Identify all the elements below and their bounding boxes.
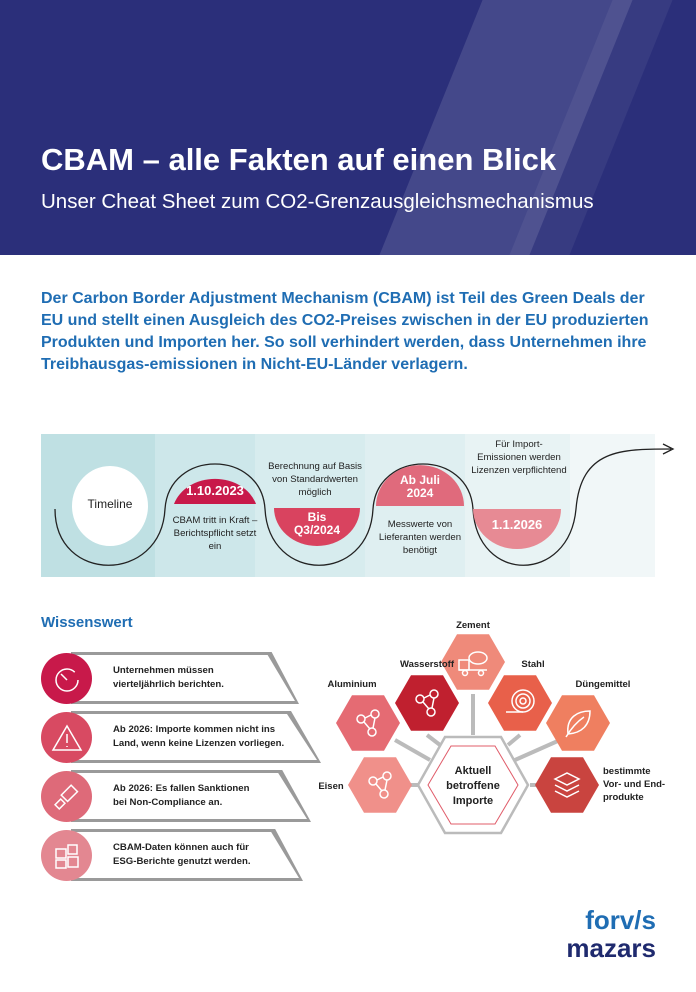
intro-paragraph: Der Carbon Border Adjustment Mechanism (… [41,290,649,373]
page-subtitle: Unser Cheat Sheet zum CO2-Grenzausgleich… [41,190,594,213]
page-title: CBAM – alle Fakten auf einen Blick [41,142,557,177]
center-label: Importe [453,795,493,807]
timeline-column [255,434,365,577]
center-hexagon-inner [427,745,519,825]
timeline: Timeline 1.10.2023 CBAM tritt in Kraft –… [41,434,675,577]
fact-box [71,655,299,701]
timeline-circle [72,466,148,546]
timeline-column [570,434,655,577]
fact-line: vierteljährlich berichten. [113,679,224,690]
logo-line: mazars [566,933,656,963]
timeline-label: Timeline [87,497,133,511]
cement-truck-icon [458,651,488,677]
gavel-icon [41,771,92,822]
timeline-badge: Ab Juli 2024 [399,473,440,500]
fact-line: Unternehmen müssen [113,665,214,676]
center-label: Aktuell [455,765,492,777]
import-hexagon [546,695,610,751]
center-label: betroffene [446,780,500,792]
timeline-column [155,434,255,577]
timeline-step-text: Berechnung auf Basis von Standardwerten … [268,461,362,498]
timeline-column [465,434,570,577]
timer-icon [41,653,92,704]
import-label: Aluminium [327,679,376,690]
hexagon-shape [546,695,610,751]
timeline-badge: 1.10.2023 [186,483,244,498]
fact-line: CBAM-Daten können auch für [113,842,249,853]
logo-line: forv/s [585,905,656,935]
import-hexagon [348,757,412,813]
timeline-step-text: Messwerte von Lieferanten werden benötig… [378,519,462,556]
fact-line: Ab 2026: Importe kommen nicht ins [113,724,276,735]
timeline-badge: Bis Q3/2024 [293,510,341,537]
timeline-badge: 1.1.2026 [491,517,543,532]
timeline-wave [54,443,675,566]
forvis-mazars-logo: forv/s mazars [543,906,656,962]
header-banner: CBAM – alle Fakten auf einen Blick Unser… [0,0,696,255]
import-label: Zement [456,620,491,631]
imports-diagram: Aktuell betroffene Importe Zement Wasser… [318,620,665,835]
import-label: Vor- und End- [603,779,665,790]
fact-line: bei Non-Compliance an. [113,797,223,808]
hexagon-shape [395,675,459,731]
hexagon-shape [336,695,400,751]
import-hexagon [535,757,599,813]
timeline-step-text: CBAM tritt in Kraft – Berichtspflicht se… [172,515,258,552]
molecule-icon [368,771,392,799]
import-label: Düngemittel [576,679,631,690]
puzzle-icon [41,830,92,881]
layers-icon [553,772,581,798]
fact-box [71,714,321,760]
import-hexagon [395,675,459,731]
hexagon-shape [348,757,412,813]
section-heading: Wissenswert [41,614,133,631]
steel-coil-icon [506,689,535,713]
import-hexagon [488,675,552,731]
import-hexagon [441,634,505,690]
fact-line: Land, wenn keine Lizenzen vorliegen. [113,738,285,749]
warning-icon [41,712,92,763]
hexagon-shape [441,634,505,690]
fact-line: ESG-Berichte genutzt werden. [113,856,251,867]
fact-text: Ab 2026: Es fallen Sanktionen bei Non-Com… [113,782,250,810]
import-label: Wasserstoff [400,659,455,670]
molecule-icon [415,689,439,717]
fact-text: Unternehmen müssen vierteljährlich berich… [113,664,224,692]
fact-box [71,832,303,878]
leaf-icon [565,710,591,738]
molecule-icon [356,709,380,737]
import-label: bestimmte [603,766,651,777]
connectors [394,694,561,787]
import-label: produkte [603,792,644,803]
fact-line: Ab 2026: Es fallen Sanktionen [113,783,250,794]
import-label: Eisen [318,781,344,792]
timeline-step-text: Für Import-Emissionen werden Lizenzen ve… [471,439,567,476]
fact-box [71,773,311,819]
import-hexagon [336,695,400,751]
import-label: Stahl [521,659,544,670]
